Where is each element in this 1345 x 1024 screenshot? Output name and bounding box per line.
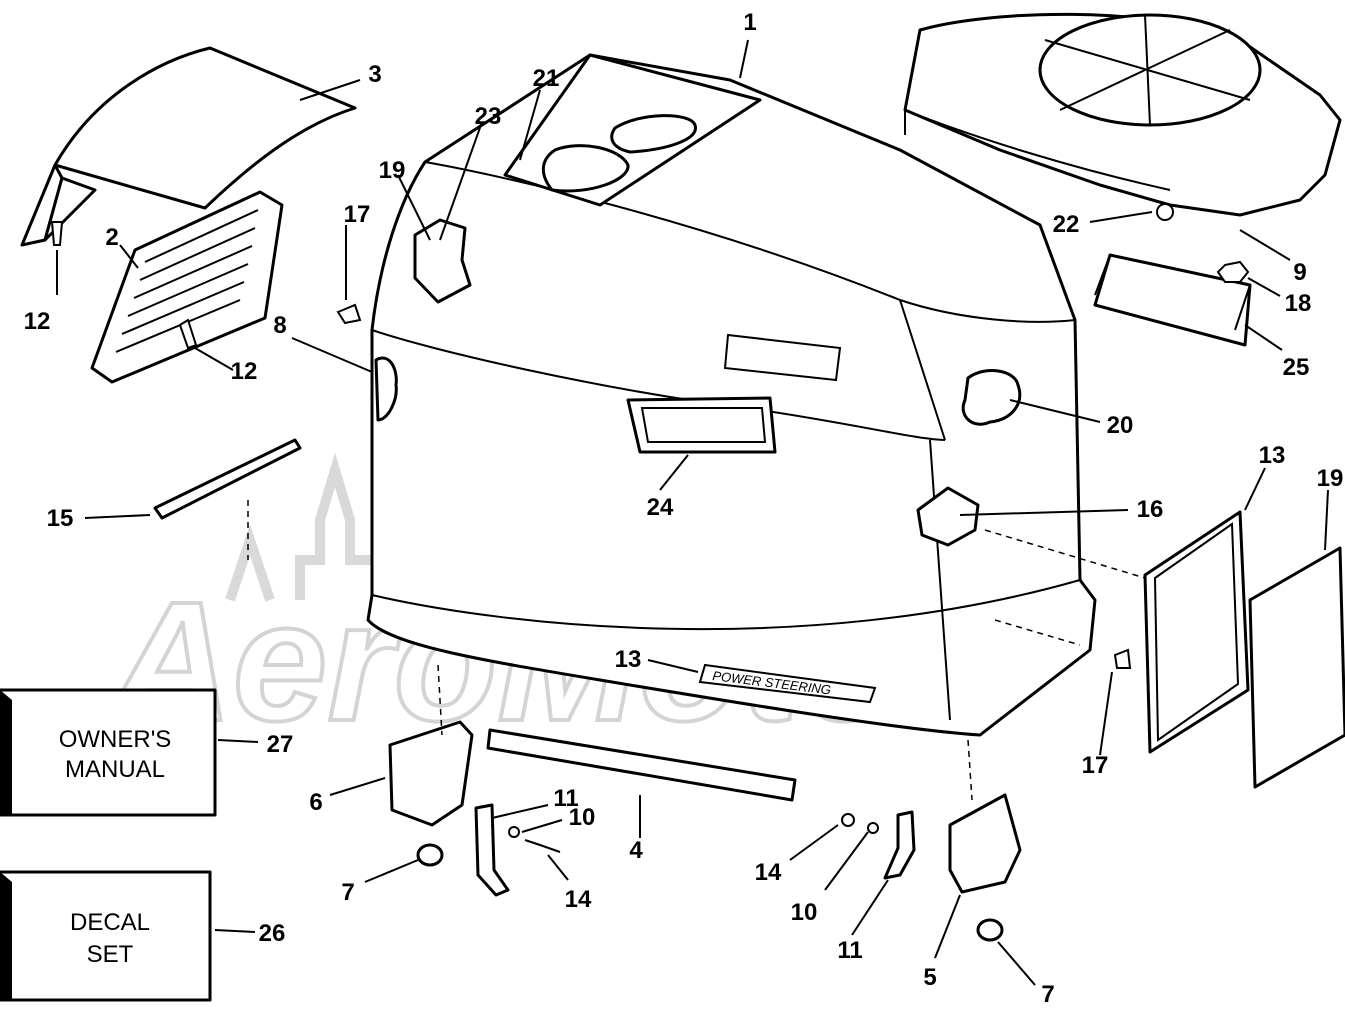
callout-labels: 1 2 3 4 5 6 7 7 8 9 10 10 11 11 12 12 13… [24,9,1344,1008]
decal-set-line2: SET [87,941,134,968]
callout-15: 15 [47,505,74,532]
part-11-bracket-left [474,803,510,897]
callout-20: 20 [1107,412,1134,439]
part-3-rear-hood [20,46,357,247]
callout-22: 22 [1053,211,1080,238]
callout-5: 5 [923,964,936,991]
callout-12-left: 12 [24,308,51,335]
callout-17-right: 17 [1082,752,1109,779]
callout-24: 24 [647,494,674,521]
callout-19-left: 19 [379,157,406,184]
small-hardware [336,203,1250,942]
assembly-lines [247,500,1146,801]
callout-4: 4 [629,837,643,864]
part-19-plate-right [1248,546,1345,789]
callout-8: 8 [273,312,286,339]
callout-7-right: 7 [1041,981,1054,1008]
callout-18: 18 [1285,290,1312,317]
part-15-strip [153,438,302,520]
part-6-latch [388,720,474,827]
callout-7-left: 7 [341,879,354,906]
owners-manual-box: OWNER'S MANUAL [0,688,217,817]
callout-13-right: 13 [1259,442,1286,469]
part-11-bracket-right [883,810,916,880]
part-12-screws [50,221,198,350]
callout-1: 1 [743,9,756,36]
callout-6: 6 [309,789,322,816]
callout-27: 27 [267,731,294,758]
owners-manual-line1: OWNER'S [59,726,172,753]
callout-19-right: 19 [1317,465,1344,492]
part-9-flywheel-cover [903,12,1342,217]
decal-set-line1: DECAL [70,909,150,936]
leader-lines [56,39,1329,986]
owners-manual-line2: MANUAL [65,756,165,783]
callout-25: 25 [1283,354,1310,381]
callout-13-cowl: 13 [615,646,642,673]
part-4-seal-strip [486,728,797,802]
part-25-box [1093,253,1252,347]
callout-26: 26 [259,920,286,947]
callout-21: 21 [533,65,560,92]
callout-9: 9 [1293,259,1306,286]
part-2-grille [90,190,284,384]
callout-10-left: 10 [569,804,596,831]
callout-10-right: 10 [791,899,818,926]
decal-set-box: DECAL SET [0,870,212,1002]
part-1-main-cowl: POWER STEERING [366,53,1097,737]
callout-23: 23 [475,103,502,130]
callout-12-right: 12 [231,358,258,385]
callout-3: 3 [368,61,381,88]
callout-11-left: 11 [553,785,578,812]
part-5-latch [948,793,1022,894]
callout-16: 16 [1137,496,1164,523]
callout-14-left: 14 [565,886,592,913]
callout-14-right: 14 [755,859,782,886]
callout-2: 2 [105,224,118,251]
part-13-gasket-right [1143,510,1250,754]
callout-11-right: 11 [837,937,862,964]
callout-17-left: 17 [344,201,371,228]
